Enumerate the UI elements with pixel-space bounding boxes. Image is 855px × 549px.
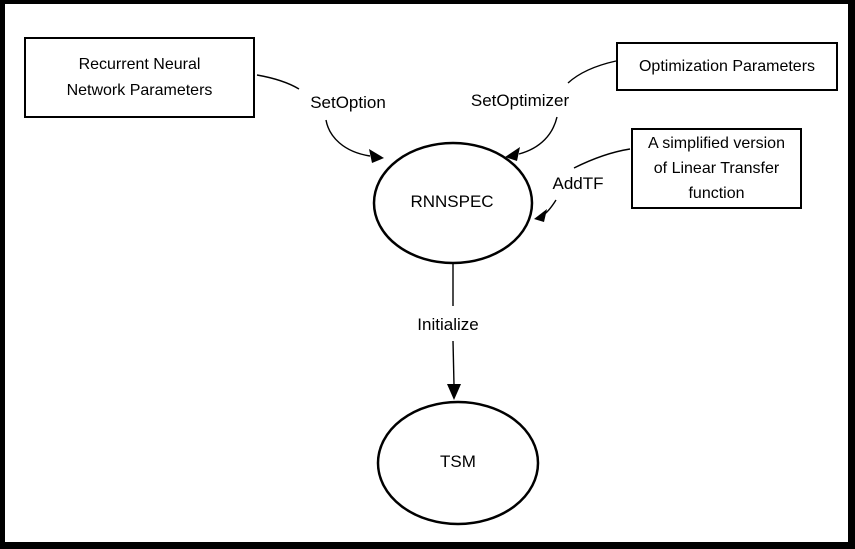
node-rnnspec-label: RNNSPEC: [410, 192, 494, 211]
node-tsm-label: TSM: [440, 452, 476, 471]
edge-label-setoptimizer: SetOptimizer: [470, 91, 570, 110]
setoption-arrowhead-icon: [369, 149, 384, 163]
edge-label-addtf: AddTF: [552, 174, 604, 193]
connector-setoption-leader: [256, 74, 300, 90]
initialize-arrowhead-icon: [447, 384, 461, 400]
connector-setoptimizer-arrow: [518, 116, 558, 155]
connector-initialize-lower: [452, 340, 455, 386]
edge-label-initialize: Initialize: [417, 315, 479, 334]
node-tsm-ellipse: [376, 400, 540, 526]
connector-addtf-leader: [573, 148, 631, 169]
node-rnnspec-ellipse: [372, 141, 534, 265]
addtf-arrowhead-icon: [534, 209, 547, 222]
box-recurrent-neural-network-parameters: Recurrent Neural Network Parameters: [24, 37, 255, 118]
setoptimizer-arrowhead-icon: [505, 147, 520, 161]
edge-label-setoption: SetOption: [310, 93, 386, 112]
connector-setoption-arrow: [325, 119, 371, 157]
box-linear-transfer-function: A simplified version of Linear Transfer …: [631, 128, 802, 209]
connector-setoptimizer-leader: [567, 60, 617, 84]
box-optimization-parameters: Optimization Parameters: [616, 42, 838, 91]
